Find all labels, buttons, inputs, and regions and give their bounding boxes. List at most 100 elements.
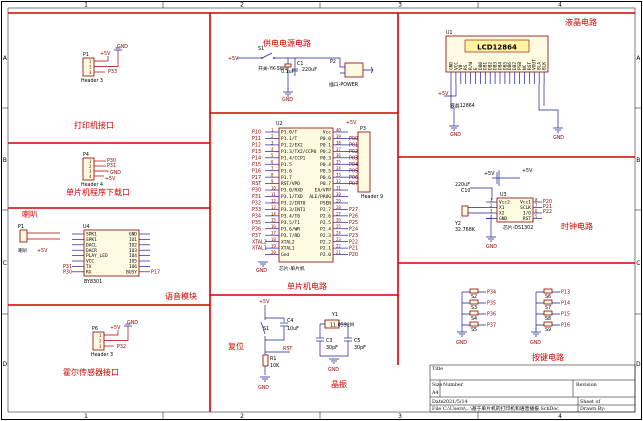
svg-text:P1: P1 xyxy=(18,224,24,230)
key-switch-ref: S3 xyxy=(471,305,477,311)
key-switch-net: P15 xyxy=(561,312,570,318)
lcd-pin-label: DB2 xyxy=(488,62,494,70)
mcu-left-net: XTAL2 xyxy=(252,239,267,245)
file-value: C:\Users\...\基于单片机的打印机和语音播报 SchDoc xyxy=(443,405,559,412)
mcu-right-pin-number: 32 xyxy=(336,179,341,184)
mcu-left-net: P14 xyxy=(252,155,261,161)
mcu-right-pin-label: P0.0 xyxy=(320,136,331,142)
mcu-right-pin-label: P0.6 xyxy=(320,175,331,181)
mcu-right-pin-label: P0.3 xyxy=(320,155,331,161)
svg-text:+5V: +5V xyxy=(37,248,48,254)
voice-right-pin-label: IO3 xyxy=(129,248,137,254)
mcu-right-pin-label: PSEN xyxy=(320,201,331,207)
mcu-left-pin-number: 7 xyxy=(271,166,274,171)
mcu-left-net: P33 xyxy=(252,207,261,213)
mcu-right-pin-label: P0.7 xyxy=(320,181,331,187)
mcu-left-net: P12 xyxy=(252,143,261,149)
block-label-printer: 打印机接口 xyxy=(74,120,114,130)
lcd-pin-label: E xyxy=(473,67,479,70)
mcu-left-pin-label: P1.7 xyxy=(281,175,292,181)
svg-text:芯片-DS1302: 芯片-DS1302 xyxy=(503,224,533,231)
svg-text:Y2: Y2 xyxy=(454,221,461,227)
key-switch-net: P16 xyxy=(561,323,570,329)
key-switch-ref: S4 xyxy=(471,316,477,322)
row-ruler: A B C D A B C D xyxy=(1,55,642,368)
voice-left-pin-label: PLAY_LED xyxy=(86,253,108,259)
key-switch-body xyxy=(543,299,553,305)
svg-text:GND: GND xyxy=(553,135,564,141)
svg-text:GND: GND xyxy=(486,244,497,250)
mcu-right-pin-number: 23 xyxy=(336,237,341,242)
row-label-c-right: C xyxy=(636,260,640,267)
row-label-a: A xyxy=(3,55,8,62)
svg-text:P4: P4 xyxy=(83,152,89,158)
mcu-left-pin-number: 3 xyxy=(271,140,274,145)
mcu-left-pin-label: P1.2/EX2 xyxy=(281,143,303,149)
svg-text:+5V: +5V xyxy=(259,299,270,305)
date-value: 2021/5/14 xyxy=(443,399,468,405)
mcu-right-pin-number: 39 xyxy=(336,134,341,139)
mcu-right-pin-label: P0.1 xyxy=(320,143,331,149)
svg-text:Y1: Y1 xyxy=(331,312,338,318)
key-switch-body xyxy=(469,288,479,294)
mcu-left-pin-number: 10 xyxy=(271,185,276,190)
mcu-right-net: P24 xyxy=(349,226,358,232)
block-label-voice: 语音模块 xyxy=(165,291,197,301)
lcd-pin-label: BLK xyxy=(542,62,548,70)
key-switch-net: P14 xyxy=(561,301,570,307)
voice-right-net: P17 xyxy=(151,269,160,275)
key-switch-body xyxy=(543,321,553,327)
svg-text:1: 1 xyxy=(89,59,92,64)
svg-text:+5V: +5V xyxy=(110,325,121,331)
clock-right-pin-label: RST xyxy=(523,216,531,222)
mcu-left-net: P11 xyxy=(252,136,261,142)
mcu-right-pin-number: 25 xyxy=(336,224,341,229)
voice-right-pin-label: IO5 xyxy=(129,259,137,265)
svg-text:+5V: +5V xyxy=(105,176,116,182)
mcu-right-pin-number: 21 xyxy=(336,250,341,255)
svg-text:3: 3 xyxy=(99,344,102,349)
key-switch-body xyxy=(469,310,479,316)
col-label-4: 4 xyxy=(558,2,562,9)
mcu-left-net: P30 xyxy=(252,188,261,194)
lcd-gnd-wire xyxy=(538,84,559,128)
svg-text:C1: C1 xyxy=(297,61,303,67)
lcd-pin-label: R/W xyxy=(468,62,474,70)
mcu-right-pin-label: P0.2 xyxy=(320,149,331,155)
svg-text:GND: GND xyxy=(127,320,138,326)
mcu-left-pin-label: P1.5 xyxy=(281,162,292,168)
mcu-left-pin-label: P3.2/INT0 xyxy=(281,201,306,207)
mcu-right-net: P02 xyxy=(349,149,358,155)
clock-left-pin-number: 2 xyxy=(490,203,493,208)
key-switch-body xyxy=(469,299,479,305)
mcu-right-net: P05 xyxy=(349,168,358,174)
mcu-left-pin-label: P3.1/TXD xyxy=(281,194,303,200)
mcu-left-net: P15 xyxy=(252,162,261,168)
key-switch-body xyxy=(543,288,553,294)
mcu-left-pin-label: P1.0/T xyxy=(281,130,298,136)
key-switch-net: P37 xyxy=(487,323,496,329)
column-ruler: 1 2 3 4 1 2 3 4 xyxy=(84,1,562,420)
svg-text:C10: C10 xyxy=(461,188,470,194)
row-label-b-right: B xyxy=(636,157,640,164)
svg-text:GND: GND xyxy=(110,170,121,176)
block-label-reset: 复位 xyxy=(228,341,244,351)
mcu-left-pin-label: P3.4/T0 xyxy=(281,213,300,219)
mcu-right-pin-number: 26 xyxy=(336,218,341,223)
lcd-pin-label: PSB xyxy=(517,62,523,70)
mcu-left-pin-label: Gnd xyxy=(281,252,289,258)
svg-text:GND: GND xyxy=(450,132,461,138)
svg-text:BY8301: BY8301 xyxy=(84,279,102,285)
lcd-pin-label: DB3 xyxy=(493,62,499,70)
mcu-right-pin-label: P2.6 xyxy=(320,213,331,219)
printer-header: P1 123 Header 3 +5V GND P33 xyxy=(81,44,128,84)
mcu-left-pin-number: 13 xyxy=(271,205,276,210)
mcu-left-pin-number: 20 xyxy=(271,250,276,255)
svg-text:C5: C5 xyxy=(354,338,360,344)
mcu-right-pin-label: P2.0 xyxy=(320,252,331,258)
size-label: Size xyxy=(432,382,442,388)
clock-right-pin-number: 8 xyxy=(535,198,538,203)
svg-text:U2: U2 xyxy=(276,121,283,127)
col-label-4-bottom: 4 xyxy=(558,413,562,420)
mcu-right-pin-number: 28 xyxy=(336,205,341,210)
